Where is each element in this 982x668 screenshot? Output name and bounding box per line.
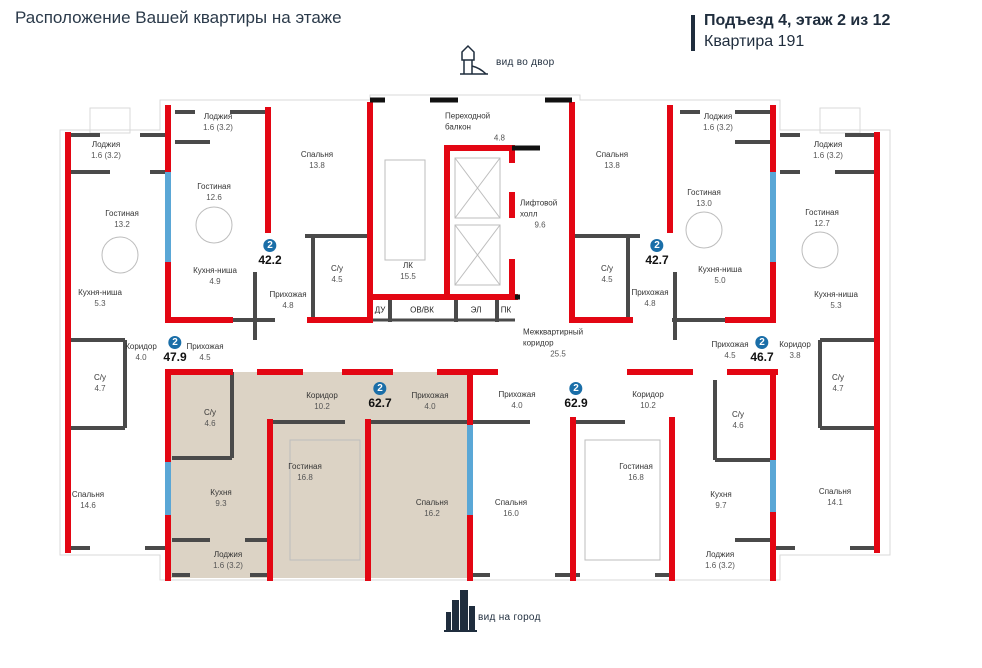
rooms-count-icon: 2 [373,382,387,395]
view-yard-label: вид во двор [496,57,555,68]
rooms-count-icon: 2 [168,336,182,349]
partition-walls [68,110,877,577]
service-room-label: ОВ/ВК [410,305,434,315]
bearing-walls [65,102,880,581]
rooms-count-icon: 2 [263,239,277,252]
page-title: Расположение Вашей квартиры на этаже [15,8,342,27]
service-room-label: ЭЛ [470,305,482,315]
rooms-count-icon: 2 [650,239,664,252]
building-outline [59,94,891,581]
view-city-label: вид на город [478,612,541,623]
furniture-lines [101,157,839,561]
column-walls [370,97,572,300]
rooms-count-icon: 2 [755,336,769,349]
service-room-label: ДУ [374,305,386,315]
entrance-floor-label: Подъезд 4, этаж 2 из 12 [704,12,891,29]
city-buildings-icon [444,590,477,632]
header-accent-bar [691,15,695,51]
apartment-number-label: Квартира 191 [704,33,805,50]
windows [165,172,776,515]
rooms-count-icon: 2 [569,382,583,395]
service-room-label: ПК [500,305,512,315]
playground-icon [460,44,488,75]
